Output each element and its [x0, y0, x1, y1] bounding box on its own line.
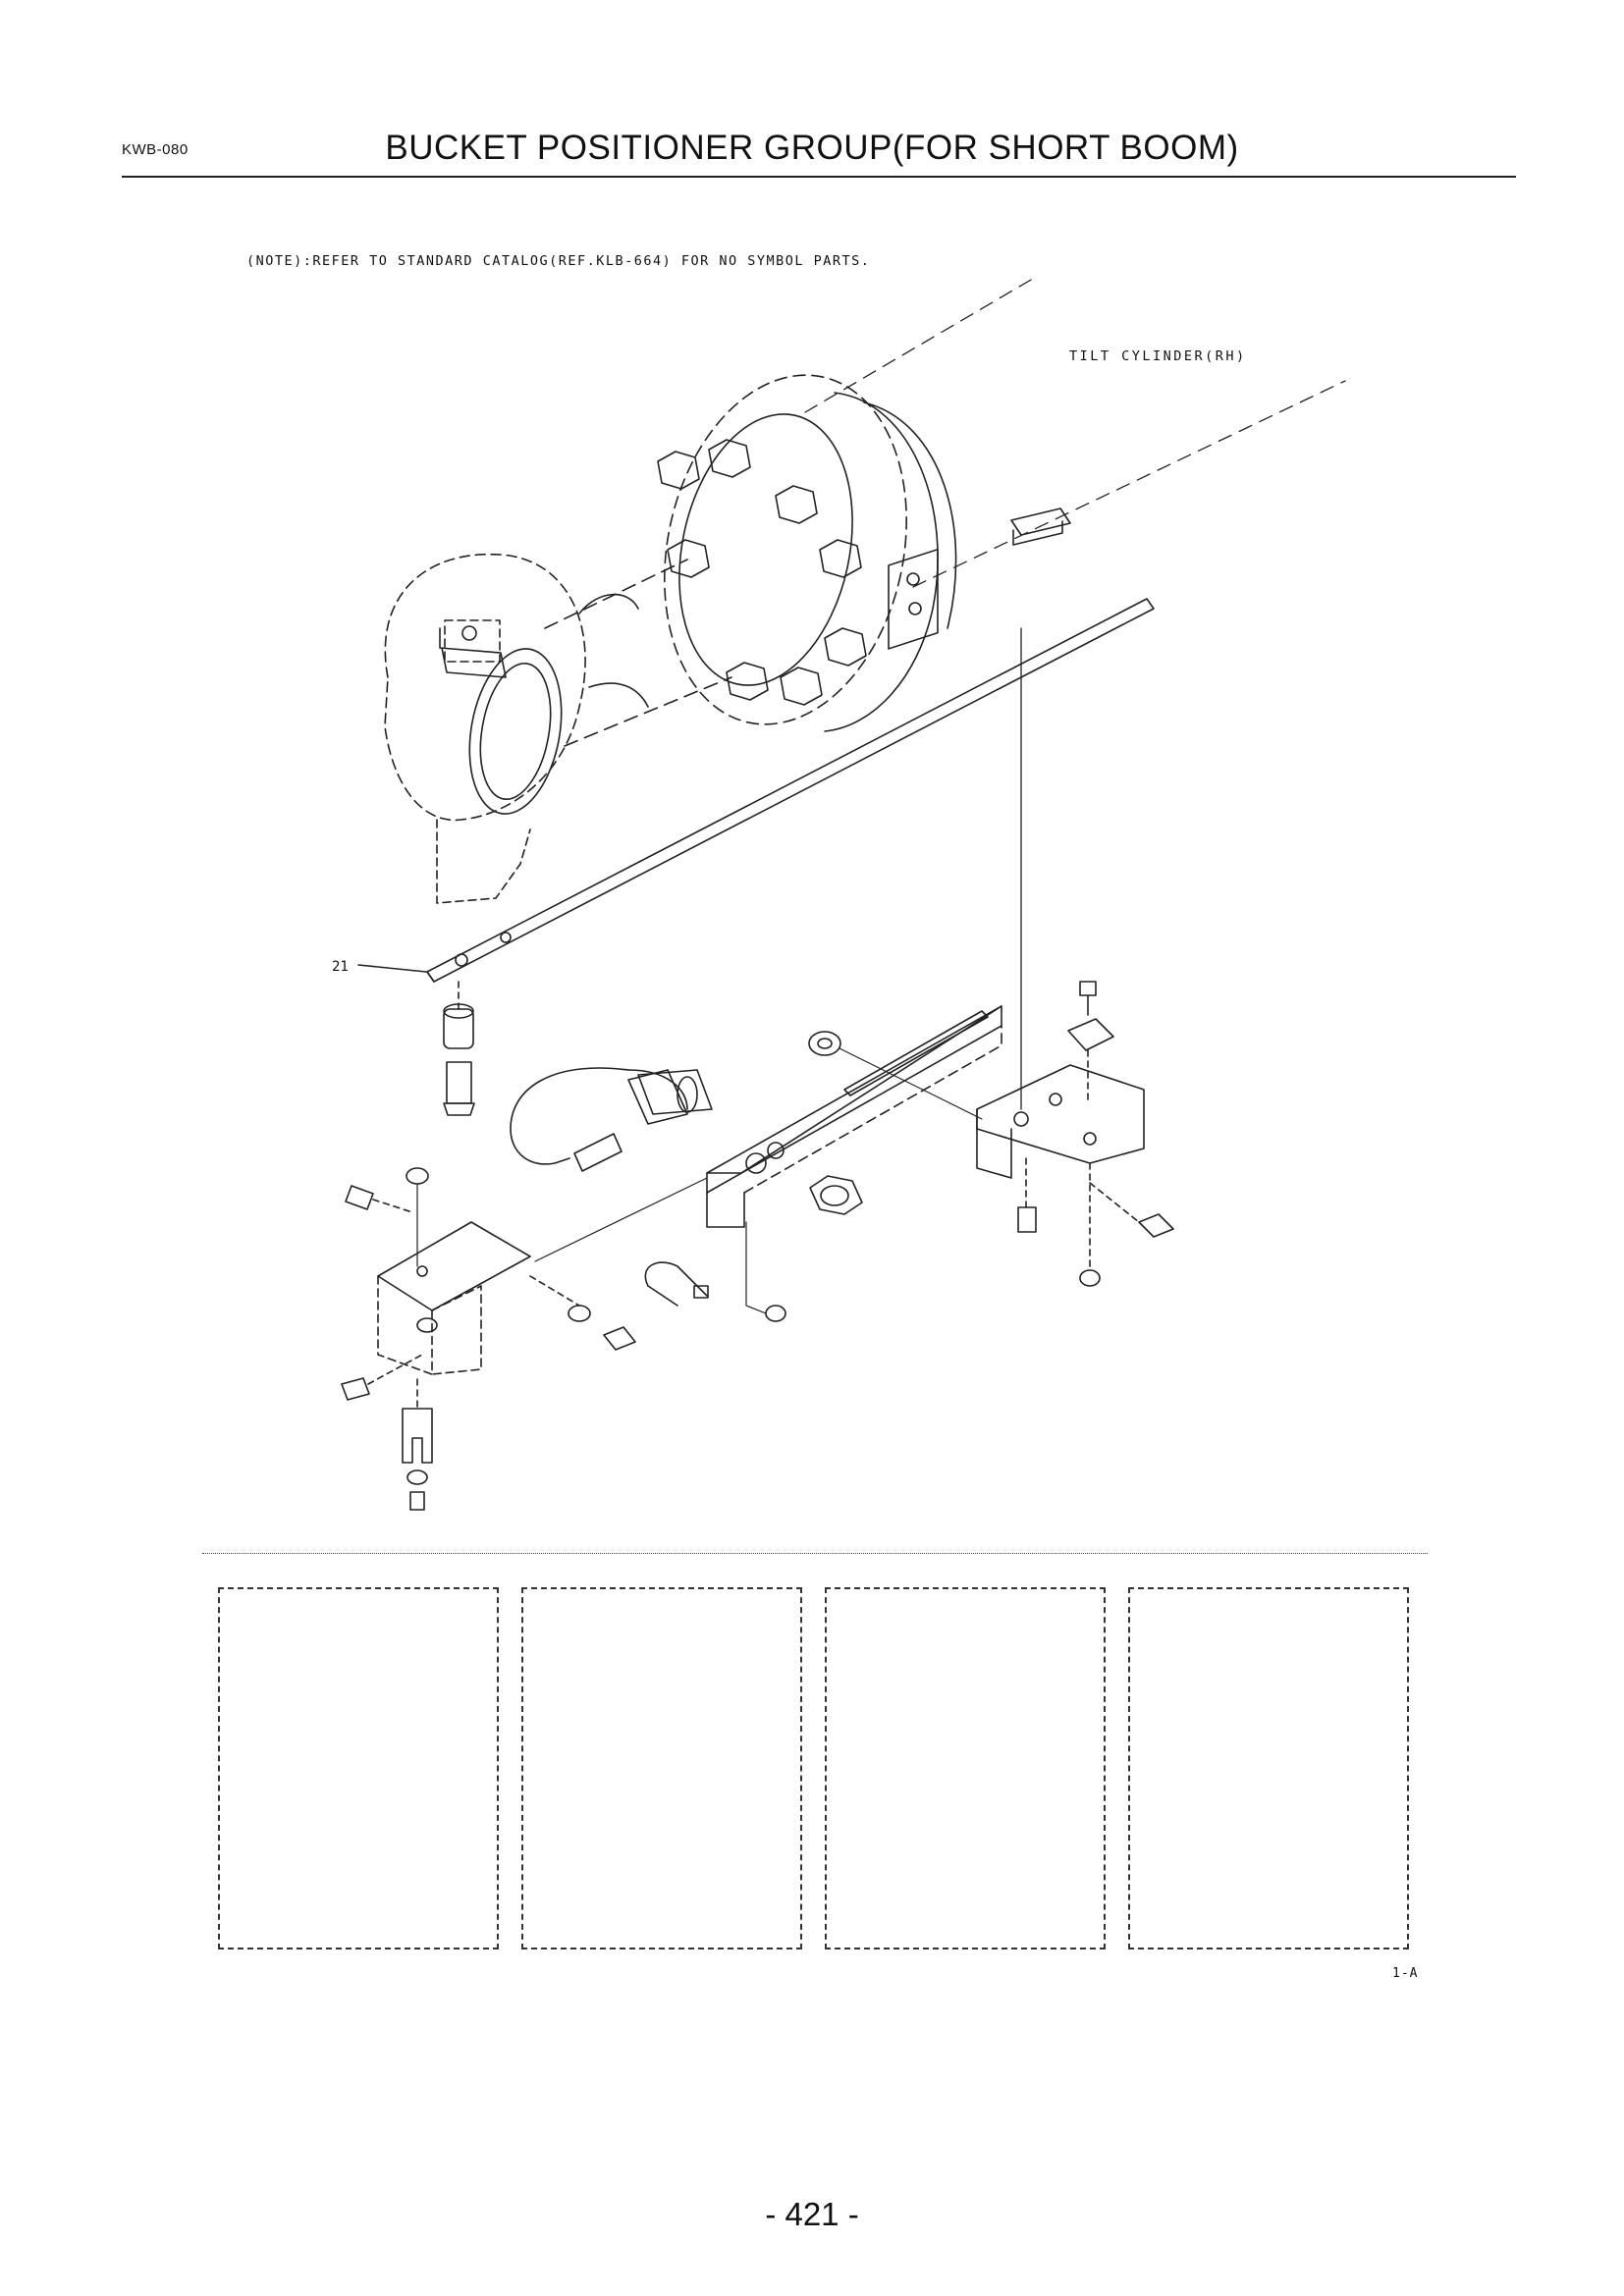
spacer-bolt: [443, 981, 475, 1116]
left-fasteners: [341, 1167, 433, 1511]
catalog-code: KWB-080: [122, 141, 189, 158]
callout-21: 21: [332, 959, 349, 975]
cable-clamp: [568, 1221, 786, 1351]
header-rule: [122, 176, 1516, 178]
eye-bore: [468, 648, 563, 815]
flat-bar-21: [357, 598, 1155, 983]
catalog-note: (NOTE):REFER TO STANDARD CATALOG(REF.KLB…: [246, 253, 871, 269]
tilt-cylinder: [384, 374, 1071, 904]
cylinder-flange: [664, 374, 907, 725]
proximity-sensor: [510, 1067, 713, 1172]
page-number: - 421 -: [765, 2196, 859, 2232]
right-bracket: [976, 627, 1145, 1179]
flange-bolts: [657, 439, 867, 706]
figure-reference: 1-A: [1392, 1966, 1419, 1981]
parts-box-2: [521, 1587, 802, 1949]
slotted-bracket: [706, 1005, 1002, 1228]
upper-nut: [808, 1031, 983, 1120]
separator-line: [202, 1553, 1428, 1554]
parts-box-4: [1128, 1587, 1409, 1949]
extension-lines: [804, 279, 1346, 588]
right-clip: [1017, 981, 1174, 1287]
parts-box-3: [825, 1587, 1106, 1949]
tilt-cylinder-label: TILT CYLINDER(RH): [1069, 348, 1247, 364]
hex-nut: [809, 1175, 863, 1215]
parts-box-1: [218, 1587, 499, 1949]
left-bracket: [377, 1177, 708, 1375]
page-title: BUCKET POSITIONER GROUP(FOR SHORT BOOM): [385, 129, 1239, 167]
cylinder-eye: [384, 553, 586, 822]
